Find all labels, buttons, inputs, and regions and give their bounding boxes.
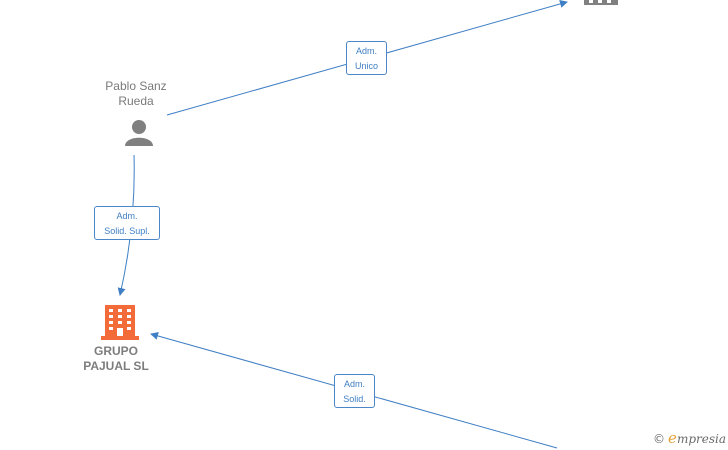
company-name[interactable]: GRUPO PAJUAL SL — [83, 344, 149, 373]
edge-label-adm-solid-supl: Adm. Solid. Supl. — [94, 206, 160, 240]
building-icon[interactable] — [584, 0, 618, 5]
building-icon[interactable] — [101, 305, 139, 340]
brand-name: mpresia — [676, 432, 726, 446]
edge-label-adm-unico: Adm. Unico — [346, 41, 387, 75]
copyright-symbol: © — [653, 432, 666, 446]
person-name[interactable]: Pablo Sanz Rueda — [105, 79, 167, 108]
brand-e-letter: e — [668, 429, 677, 447]
empresia-logo: ©empresia — [653, 429, 726, 447]
person-icon[interactable] — [125, 120, 153, 146]
edge-label-adm-solid: Adm. Solid. — [334, 374, 375, 408]
